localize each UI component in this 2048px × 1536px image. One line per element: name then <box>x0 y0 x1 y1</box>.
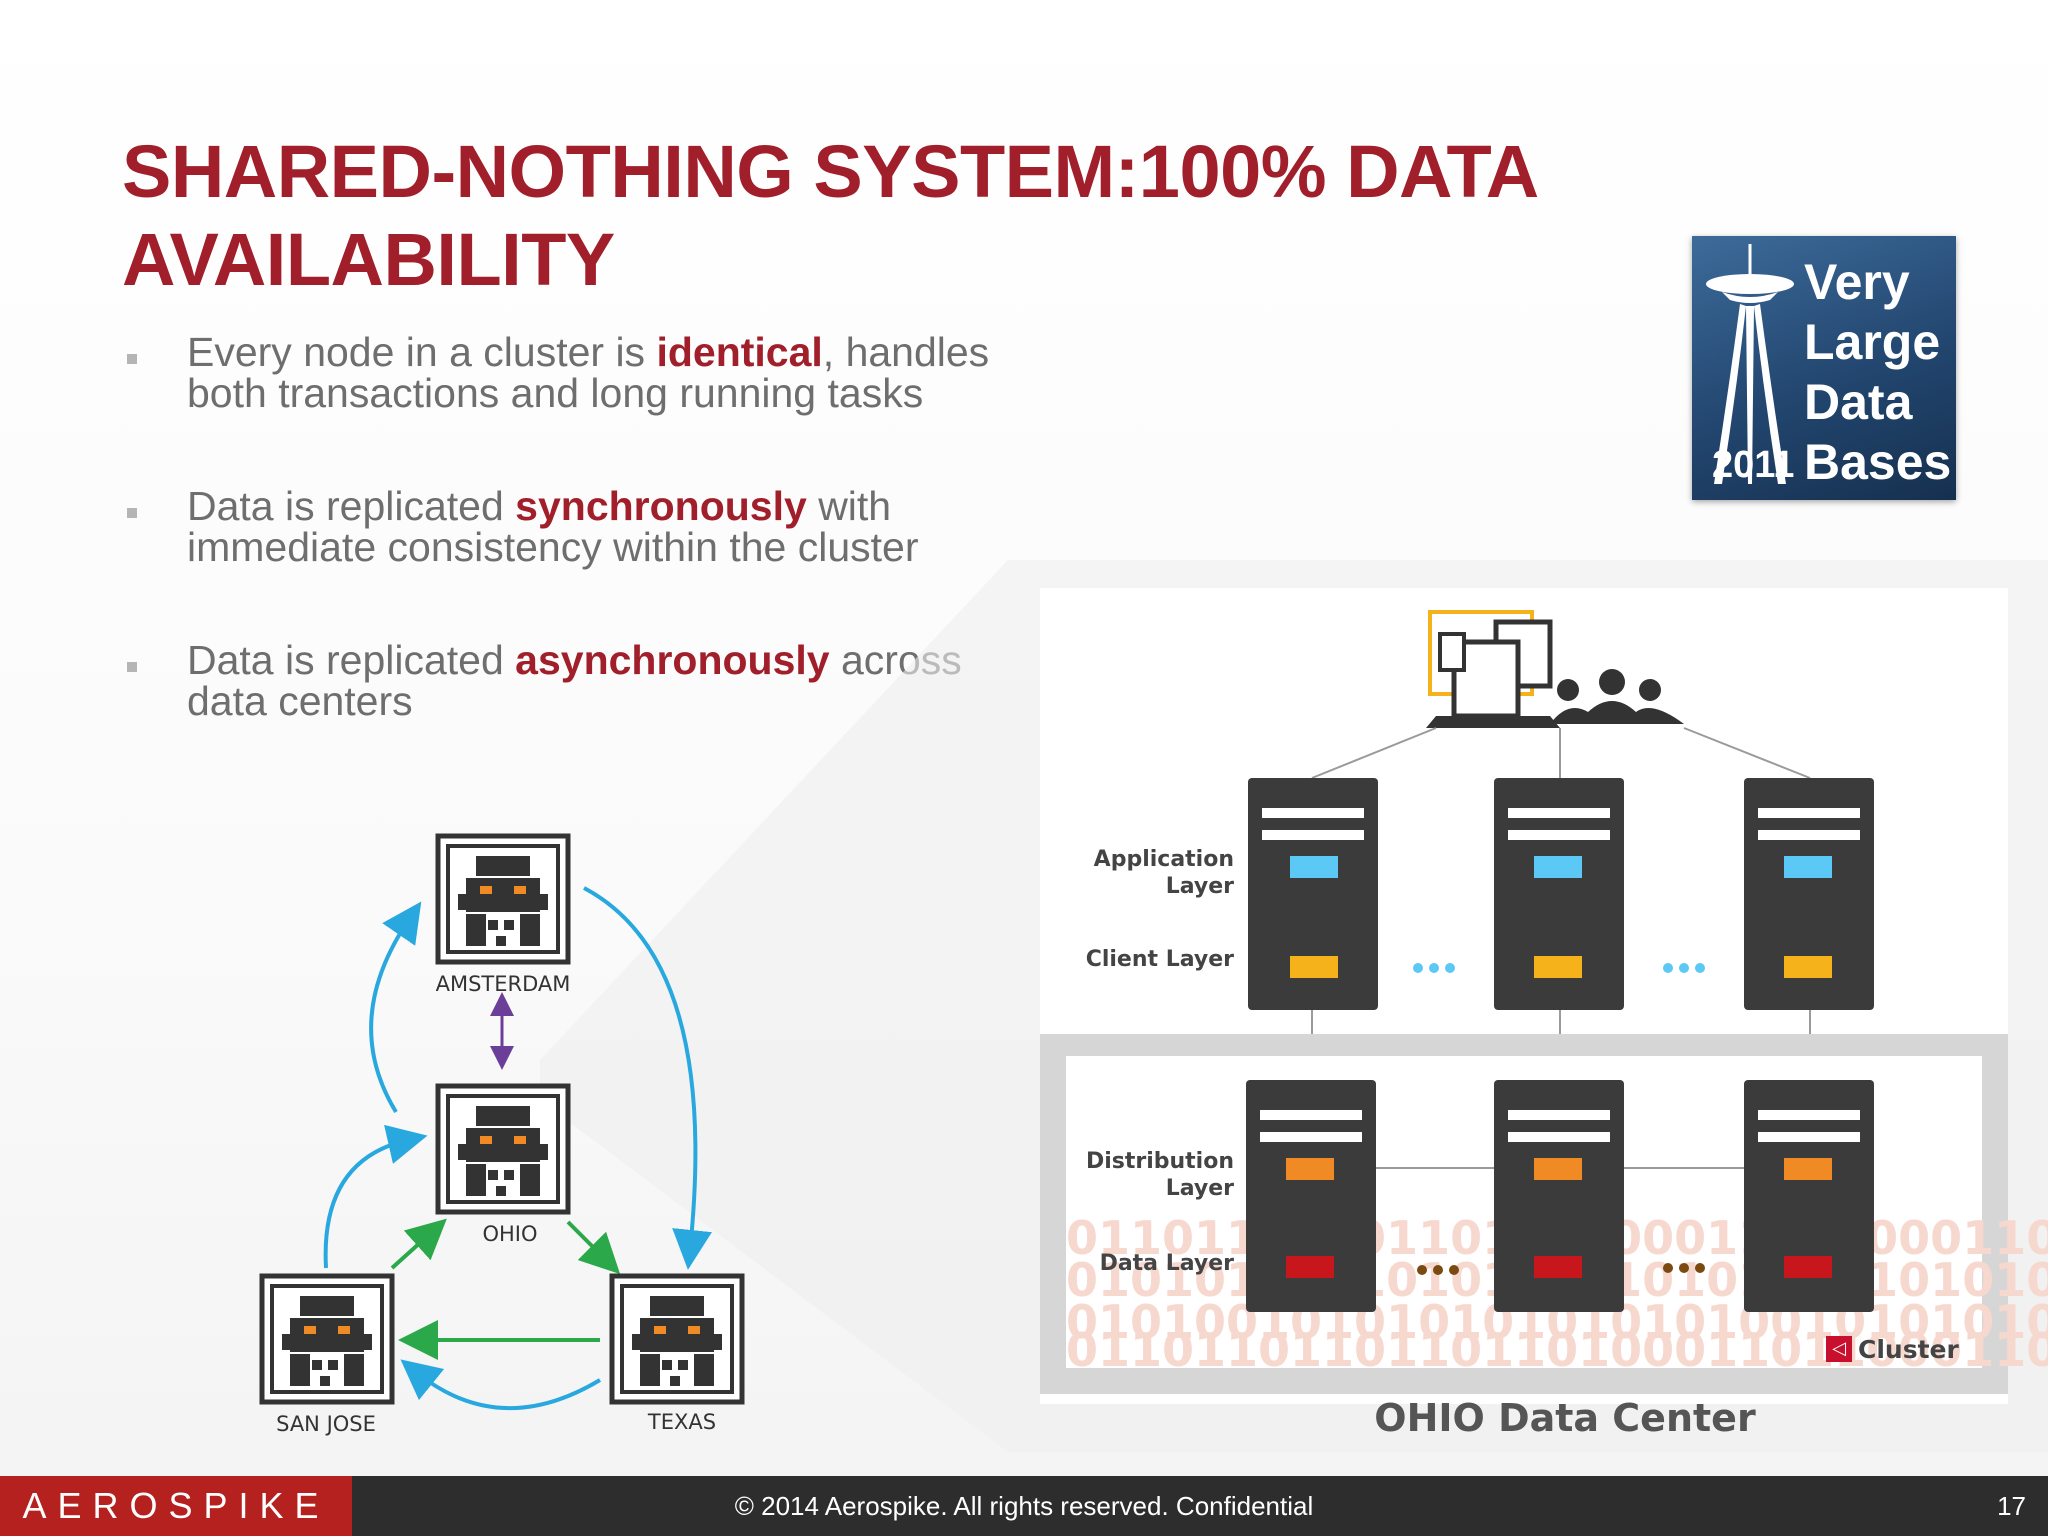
app-server <box>1494 778 1624 1010</box>
vldb-words: Very Large Data Bases <box>1804 252 1951 492</box>
bullet-item: Every node in a cluster is identical, ha… <box>125 332 1025 414</box>
users-devices-icon <box>1426 610 1684 728</box>
vldb-word: Large <box>1804 314 1941 370</box>
site-label-ohio: OHIO <box>482 1222 538 1246</box>
binary-row: 01101101101101101000110110001101101 <box>1066 1323 2048 1377</box>
bullet-text: with immediate consistency within the cl… <box>187 483 919 570</box>
footer-copyright: © 2014 Aerospike. All rights reserved. C… <box>734 1491 1314 1521</box>
layer-label-distribution: Distribution Layer <box>1085 1149 1234 1201</box>
sync-arrow-sanjose-ohio <box>390 1218 447 1270</box>
sync-arrow-ohio-texas <box>566 1220 621 1275</box>
aerospike-logo-icon: ◁ <box>1826 1336 1852 1362</box>
bullet-item: Data is replicated synchronously with im… <box>125 486 1025 568</box>
site-label-san-jose: SAN JOSE <box>276 1412 376 1436</box>
ellipsis-icon <box>1413 963 1705 973</box>
datacenter-building-icon <box>435 1083 571 1215</box>
bullet-text: across data centers <box>187 637 962 724</box>
bullet-list: Every node in a cluster is identical, ha… <box>125 332 1025 794</box>
datacenter-name: OHIO Data Center <box>1374 1396 1756 1440</box>
site-label-amsterdam: AMSTERDAM <box>435 972 571 996</box>
cluster-label: Cluster <box>1858 1334 1959 1364</box>
bullet-text: , handles both transactions and long run… <box>187 329 990 416</box>
layer-label-application: Application Layer <box>1093 847 1234 899</box>
bullet-square-icon <box>127 508 137 518</box>
async-arrow-sanjose-ohio <box>323 1124 428 1269</box>
slide-title: SHARED-NOTHING SYSTEM:100% DATA AVAILABI… <box>122 130 1536 301</box>
space-needle-icon <box>1706 244 1794 484</box>
bullet-item: Data is replicated asynchronously across… <box>125 640 1025 722</box>
cluster-tag: ◁ Cluster <box>1826 1334 1959 1364</box>
vldb-badge: Very Large Data Bases 2011 <box>1692 236 1956 500</box>
bullet-text: Data is replicated <box>187 637 516 683</box>
app-server <box>1744 778 1874 1010</box>
page-number: 17 <box>1997 1491 2026 1521</box>
vldb-year: 2011 <box>1712 444 1795 486</box>
datacenter-building-icon <box>609 1273 745 1405</box>
bullet-highlight: identical <box>656 329 823 375</box>
bullet-square-icon <box>127 662 137 672</box>
footer-bar: © 2014 Aerospike. All rights reserved. C… <box>0 1476 2048 1536</box>
bullet-text: Every node in a cluster is <box>187 329 657 375</box>
bullet-highlight: asynchronously <box>515 637 830 683</box>
async-arrow-texas-sanjose <box>400 1359 602 1411</box>
layer-label-client: Client Layer <box>1085 947 1234 972</box>
vldb-word: Data <box>1804 374 1913 430</box>
app-server <box>1248 778 1378 1010</box>
bullet-highlight: synchronously <box>515 483 807 529</box>
async-arrow-amsterdam-texas <box>583 886 712 1270</box>
bullet-square-icon <box>127 354 137 364</box>
cluster-node <box>1494 1080 1624 1312</box>
site-label-texas: TEXAS <box>647 1410 717 1434</box>
cluster-node <box>1246 1080 1376 1312</box>
ellipsis-icon <box>1417 1263 1705 1275</box>
datacenter-building-icon <box>435 833 571 965</box>
cluster-node <box>1744 1080 1874 1312</box>
aerospike-logo: AEROSPIKE <box>0 1476 352 1536</box>
connector-lines <box>1311 727 1811 1169</box>
vldb-word: Very <box>1804 254 1910 310</box>
vldb-word: Bases <box>1804 434 1952 490</box>
bullet-text: Data is replicated <box>187 483 516 529</box>
datacenter-building-icon <box>259 1273 395 1405</box>
async-arrow-ohio-amsterdam <box>369 901 422 1114</box>
layer-label-data: Data Layer <box>1099 1251 1234 1276</box>
